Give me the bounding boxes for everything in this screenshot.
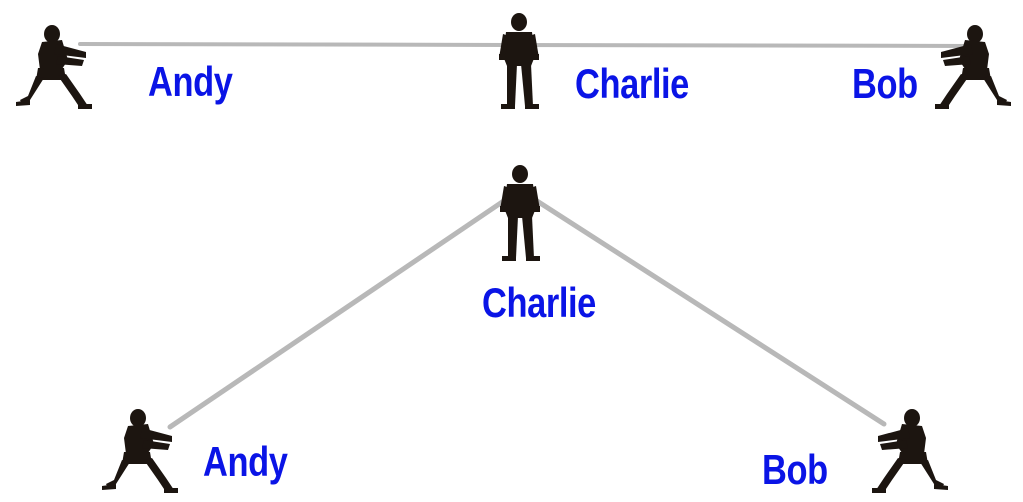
label-andy-bottom: Andy — [203, 438, 288, 485]
pulling-person-icon — [16, 25, 92, 109]
standing-person-icon — [499, 13, 539, 109]
label-bob-bottom: Bob — [762, 446, 828, 493]
label-andy-top: Andy — [148, 58, 233, 105]
pulling-person-icon — [102, 409, 178, 493]
standing-person-icon — [500, 165, 540, 261]
label-charlie-top: Charlie — [575, 60, 689, 107]
pulling-person-icon — [935, 25, 1011, 109]
rope-bottom-right — [520, 189, 887, 427]
label-charlie-bottom: Charlie — [482, 279, 596, 326]
rope-bottom-left — [167, 189, 520, 430]
label-bob-top: Bob — [852, 60, 918, 107]
